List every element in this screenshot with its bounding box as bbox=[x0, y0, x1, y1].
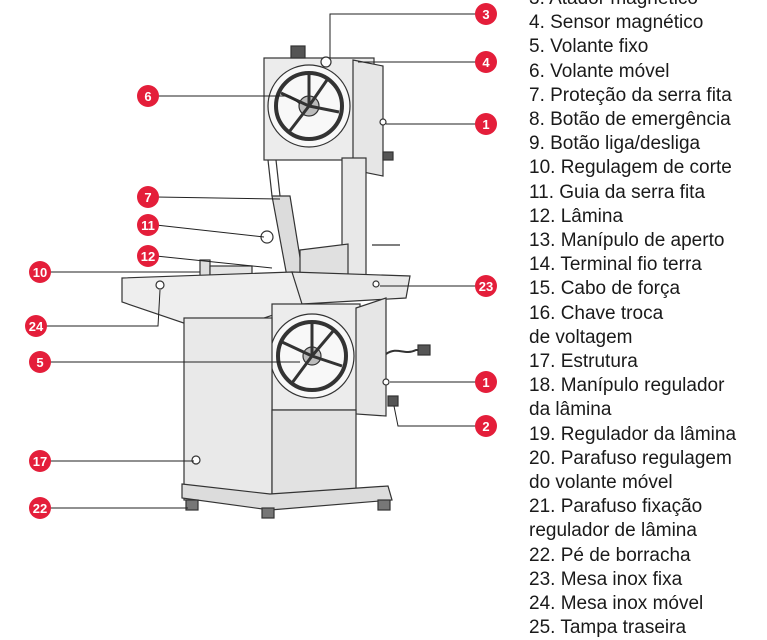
callout-marker bbox=[475, 371, 497, 393]
callout-number: 6 bbox=[144, 89, 151, 104]
legend-item-text: 25. Tampa traseira bbox=[529, 617, 687, 639]
callout-marker bbox=[137, 245, 159, 267]
legend-item-text: 15. Cabo de força bbox=[529, 278, 681, 300]
legend-item-text: 20. Parafuso regulagem bbox=[529, 447, 732, 469]
legend-item-text: 6. Volante móvel bbox=[529, 60, 670, 82]
callout-marker bbox=[475, 275, 497, 297]
legend-item: 25. Tampa traseira bbox=[529, 616, 767, 640]
legend-item-text: 10. Regulagem de corte bbox=[529, 157, 732, 179]
legend-item: 6. Volante móvel bbox=[529, 60, 767, 84]
legend-item-text: de voltagem bbox=[529, 326, 633, 348]
legend-item: 4. Sensor magnético bbox=[529, 11, 767, 35]
callout-marker bbox=[137, 85, 159, 107]
legend-item-text: 17. Estrutura bbox=[529, 351, 638, 373]
base-frame bbox=[181, 483, 393, 511]
lower-door bbox=[355, 297, 387, 417]
legend-item: 3. Atador magnético bbox=[529, 0, 767, 11]
legend-item-text: do volante móvel bbox=[529, 472, 673, 494]
legend-item-text: 11. Guia da serra fita bbox=[529, 181, 706, 203]
callout-number: 5 bbox=[36, 355, 43, 370]
callout-number: 11 bbox=[141, 218, 155, 233]
legend-item: 12. Lâmina bbox=[529, 205, 767, 229]
callout-marker bbox=[475, 113, 497, 135]
legend-item: 15. Cabo de força bbox=[529, 277, 767, 301]
legend-item-text: 13. Manípulo de aperto bbox=[529, 230, 725, 252]
legend-item-text: 8. Botão de emergência bbox=[529, 109, 731, 131]
rubber-foot bbox=[185, 499, 199, 511]
legend-item: 18. Manípulo regulador da lâmina bbox=[529, 374, 767, 422]
legend-item-text: 7. Proteção da serra fita bbox=[529, 84, 732, 106]
cabinet bbox=[183, 317, 273, 501]
legend-item-text: 3. Atador magnético bbox=[529, 0, 767, 11]
callout-marker bbox=[29, 497, 51, 519]
legend-item-text: 5. Volante fixo bbox=[529, 36, 649, 58]
callout-marker bbox=[137, 214, 159, 236]
callout-number: 7 bbox=[144, 190, 151, 205]
callout-marker bbox=[137, 186, 159, 208]
legend-item: 24. Mesa inox móvel bbox=[529, 592, 767, 616]
legend-item-text: da lâmina bbox=[529, 399, 612, 421]
legend-item-text: 23. Mesa inox fixa bbox=[529, 568, 683, 590]
legend-item-text: 22. Pé de borracha bbox=[529, 544, 691, 566]
callout-number: 23 bbox=[479, 279, 493, 294]
callout-marker bbox=[475, 3, 497, 25]
legend-item: 9. Botão liga/desliga bbox=[529, 132, 767, 156]
callout-marker bbox=[29, 261, 51, 283]
callout-marker bbox=[29, 351, 51, 373]
callout-number: 1 bbox=[482, 375, 489, 390]
legend-item: 11. Guia da serra fita bbox=[529, 181, 767, 205]
leader-lines bbox=[42, 13, 480, 509]
legend-item: 8. Botão de emergência bbox=[529, 108, 767, 132]
legend-item: 20. Parafuso regulagem do volante móvel bbox=[529, 447, 767, 495]
legend-item-text: 14. Terminal fio terra bbox=[529, 254, 702, 276]
callout-number: 3 bbox=[482, 7, 489, 22]
legend-item-text: 18. Manípulo regulador bbox=[529, 375, 725, 397]
legend-item: 7. Proteção da serra fita bbox=[529, 84, 767, 108]
callout-number: 22 bbox=[33, 501, 47, 516]
callout-number: 1 bbox=[482, 117, 489, 132]
blade-guard bbox=[271, 195, 305, 283]
callout-number: 2 bbox=[482, 419, 489, 434]
callout-marker bbox=[29, 450, 51, 472]
callout-marker bbox=[475, 415, 497, 437]
callout-number: 24 bbox=[29, 319, 44, 334]
legend-item: 14. Terminal fio terra bbox=[529, 253, 767, 277]
legend-item-text: 21. Parafuso fixação bbox=[529, 496, 703, 518]
fixed-table bbox=[291, 271, 411, 305]
legend-item-text: 4. Sensor magnético bbox=[529, 12, 704, 34]
legend-item: 22. Pé de borracha bbox=[529, 544, 767, 568]
band-saw-machine bbox=[121, 45, 431, 519]
callout-marker bbox=[25, 315, 47, 337]
legend-item: 23. Mesa inox fixa bbox=[529, 568, 767, 592]
legend-item: 5. Volante fixo bbox=[529, 35, 767, 59]
legend-item-text: 9. Botão liga/desliga bbox=[529, 133, 701, 155]
legend-item: 13. Manípulo de aperto bbox=[529, 229, 767, 253]
legend-item: 10. Regulagem de corte bbox=[529, 156, 767, 180]
legend-item: 17. Estrutura bbox=[529, 350, 767, 374]
legend-item-text: 12. Lâmina bbox=[529, 205, 624, 227]
power-cable bbox=[385, 349, 430, 355]
legend-item-text: regulador de lâmina bbox=[529, 520, 697, 542]
legend-item-text: 19. Regulador da lâmina bbox=[529, 423, 737, 445]
callout-number: 12 bbox=[141, 249, 155, 264]
legend-item: 19. Regulador da lâmina bbox=[529, 423, 767, 447]
callout-number: 4 bbox=[482, 55, 490, 70]
upper-door bbox=[352, 59, 384, 177]
callout-number: 10 bbox=[33, 265, 47, 280]
parts-legend: 3. Atador magnético4. Sensor magnético5.… bbox=[529, 0, 767, 640]
callout-marker bbox=[475, 51, 497, 73]
magnetic-latch bbox=[320, 56, 332, 68]
legend-item: 16. Chave troca de voltagem bbox=[529, 302, 767, 350]
legend-item-text: 24. Mesa inox móvel bbox=[529, 593, 704, 615]
legend-item-text: 16. Chave troca bbox=[529, 302, 664, 324]
callout-number: 17 bbox=[33, 454, 47, 469]
